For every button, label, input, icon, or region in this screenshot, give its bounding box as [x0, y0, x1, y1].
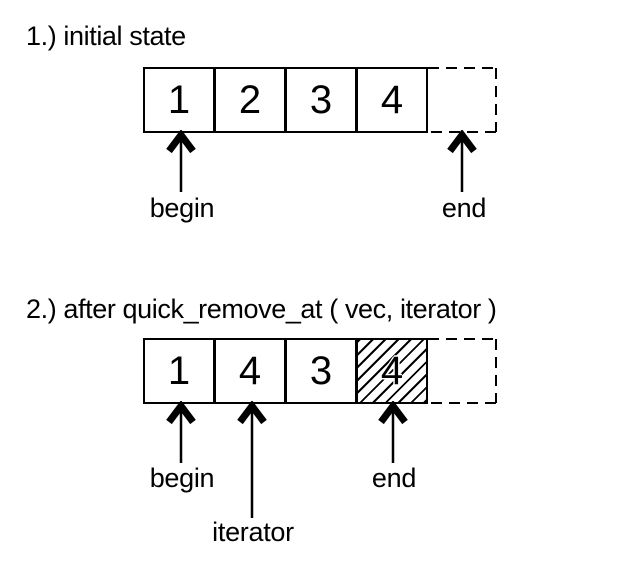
- cell-value: 4: [238, 349, 262, 393]
- up-arrow-icon: [237, 401, 267, 518]
- iterator-label: iterator: [212, 517, 294, 547]
- cell-value: 4: [380, 78, 404, 122]
- array-2-cell-1: 1: [143, 338, 215, 404]
- begin-label: begin: [149, 463, 215, 493]
- array-1-cell-3: 3: [285, 67, 357, 133]
- up-arrow-icon: [447, 130, 477, 192]
- array-2-cell-3: 3: [285, 338, 357, 404]
- array-1-cell-4: 4: [356, 67, 428, 133]
- up-arrow-icon: [166, 130, 196, 192]
- array-2-cell-4-removed: 4: [356, 338, 428, 404]
- array-1-cell-1: 1: [143, 67, 215, 133]
- up-arrow-icon: [166, 401, 196, 463]
- end-label: end: [441, 193, 487, 223]
- section-1-title: 1.) initial state: [26, 21, 186, 51]
- cell-value: 4: [380, 349, 404, 393]
- cell-value: 1: [167, 349, 191, 393]
- cell-value: 2: [238, 78, 262, 122]
- up-arrow-icon: [378, 401, 408, 463]
- array-1-unused-slot: [428, 67, 497, 133]
- array-2-unused-slot: [428, 338, 497, 404]
- begin-label: begin: [149, 193, 215, 223]
- section-2-title: 2.) after quick_remove_at ( vec, iterato…: [26, 294, 497, 324]
- cell-value: 1: [167, 78, 191, 122]
- end-label: end: [371, 463, 417, 493]
- array-2-cell-2: 4: [214, 338, 286, 404]
- cell-value: 3: [309, 349, 333, 393]
- array-1-cell-2: 2: [214, 67, 286, 133]
- cell-value: 3: [309, 78, 333, 122]
